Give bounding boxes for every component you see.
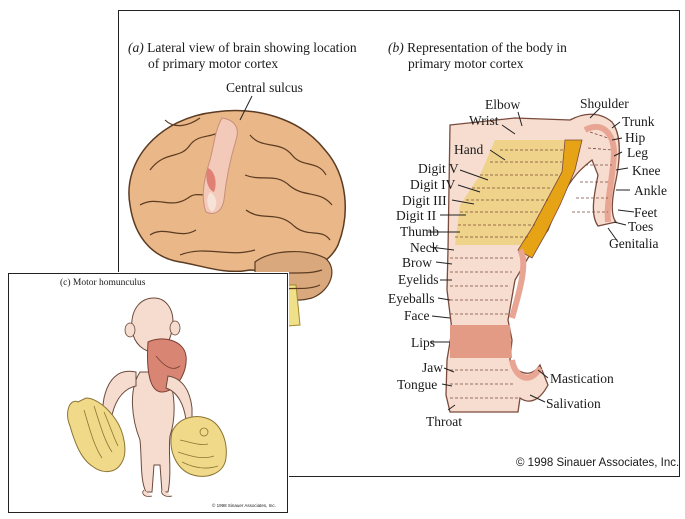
panel-a-caption-line2: of primary motor cortex <box>148 56 279 71</box>
label-leg: Leg <box>627 145 648 160</box>
label-eyeballs: Eyeballs <box>388 291 435 306</box>
panel-a-caption: (a) Lateral view of brain showing locati… <box>128 40 357 56</box>
label-digit-iv: Digit IV <box>410 177 456 192</box>
label-tongue: Tongue <box>397 377 438 392</box>
label-digit-iii: Digit III <box>402 193 447 208</box>
label-mastication: Mastication <box>550 371 614 386</box>
label-shoulder: Shoulder <box>580 96 629 111</box>
panel-b-caption-line2: primary motor cortex <box>408 56 524 71</box>
label-feet: Feet <box>634 205 658 220</box>
label-digit-ii: Digit II <box>396 208 437 223</box>
main-copyright: © 1998 Sinauer Associates, Inc. <box>516 457 680 469</box>
label-neck: Neck <box>410 240 439 255</box>
homunculus-left-hand <box>67 397 126 472</box>
label-eyelids: Eyelids <box>398 272 439 287</box>
label-hip: Hip <box>625 130 646 145</box>
label-trunk: Trunk <box>622 114 655 129</box>
panel-a-caption-line1: Lateral view of brain showing location <box>147 40 357 55</box>
label-thumb: Thumb <box>400 224 439 239</box>
cerebrum <box>128 109 346 273</box>
lips-zone <box>450 325 512 358</box>
label-genitalia: Genitalia <box>609 236 659 251</box>
panel-c-copyright: © 1998 Sinauer Associates, Inc. <box>212 503 276 508</box>
label-wrist: Wrist <box>469 113 499 128</box>
label-ankle: Ankle <box>634 183 667 198</box>
homunculus-body <box>131 371 175 493</box>
panel-b-caption-line1: Representation of the body in <box>407 40 567 55</box>
trunk-zone <box>517 139 583 259</box>
label-lips: Lips <box>411 335 436 350</box>
panel-c-caption: (c) Motor homunculus <box>60 278 146 288</box>
label-throat: Throat <box>426 414 462 429</box>
label-face: Face <box>404 308 430 323</box>
label-toes: Toes <box>628 219 654 234</box>
panel-b-letter: (b) <box>388 40 404 55</box>
central-sulcus-label: Central sulcus <box>226 80 303 95</box>
label-elbow: Elbow <box>485 97 521 112</box>
label-digit-v: Digit V <box>418 161 459 176</box>
label-salivation: Salivation <box>546 396 601 411</box>
panel-b-caption: (b) Representation of the body in <box>388 40 567 56</box>
label-jaw: Jaw <box>422 360 443 375</box>
label-hand: Hand <box>454 142 484 157</box>
hand-zone <box>455 140 568 245</box>
panel-a-letter: (a) <box>128 40 144 55</box>
label-knee: Knee <box>632 163 661 178</box>
homunculus-right-hand <box>170 416 227 477</box>
label-brow: Brow <box>402 255 432 270</box>
